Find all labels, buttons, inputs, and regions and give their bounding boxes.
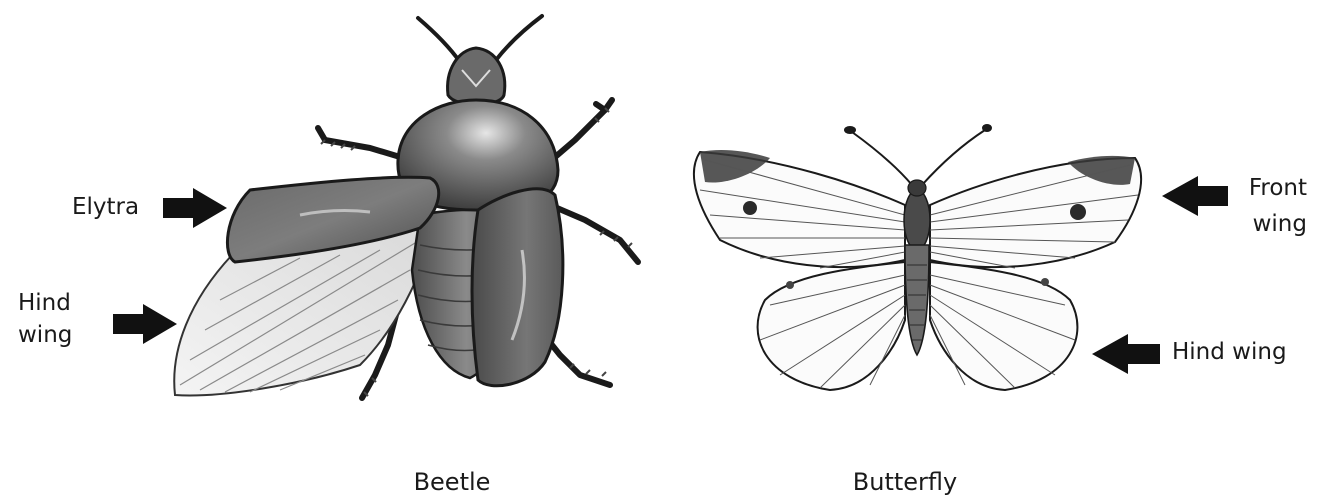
butterfly-wing-spot: [743, 201, 757, 215]
elytra-label: Elytra: [72, 191, 139, 224]
front-wing-arrow-icon: [1162, 176, 1228, 216]
butterfly-caption: Butterfly: [853, 468, 957, 496]
butterfly-wing-spot: [1070, 204, 1086, 220]
butterfly-hind-wing-label: Hind wing: [1172, 336, 1287, 369]
elytra-arrow-icon: [163, 188, 227, 228]
butterfly-thorax: [904, 190, 930, 250]
beetle-hind-wing-label-line1: Hind: [18, 287, 71, 320]
butterfly-antennae: [852, 130, 985, 185]
beetle-illustration: [174, 16, 638, 398]
beetle-caption: Beetle: [414, 468, 491, 496]
beetle-right-elytron: [472, 189, 563, 386]
butterfly-hind-wing-arrow-icon: [1092, 334, 1160, 374]
front-wing-label-line2: wing: [1253, 208, 1307, 241]
beetle-hind-wing-label-line2: wing: [18, 319, 72, 352]
butterfly-abdomen: [905, 245, 929, 355]
beetle-hind-wing-arrow-icon: [113, 304, 177, 344]
front-wing-label-line1: Front: [1249, 172, 1307, 205]
butterfly-head: [908, 180, 926, 196]
butterfly-illustration: [694, 124, 1141, 390]
